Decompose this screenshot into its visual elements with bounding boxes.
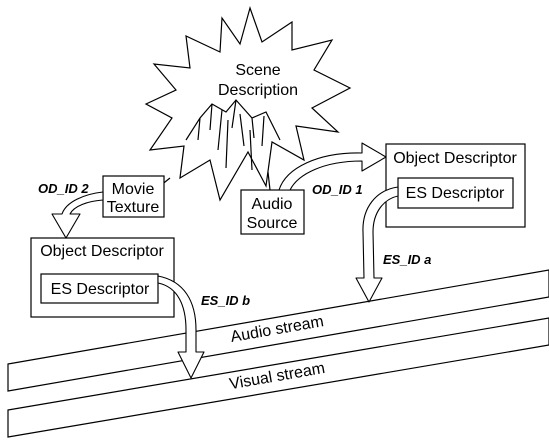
es-id-a-arrow	[355, 186, 399, 303]
object-descriptor-right-title: Object Descriptor	[393, 150, 517, 167]
audio-source-line1: Audio	[252, 196, 293, 213]
scene-starburst-shape	[144, 6, 352, 202]
od-id-1-arrow	[278, 142, 387, 191]
movie-texture-line2: Texture	[107, 199, 160, 216]
es-id-b-label: ES_ID b	[201, 293, 250, 308]
od-id-2-label: OD_ID 2	[38, 181, 89, 196]
od-id-1-label: OD_ID 1	[312, 182, 363, 197]
es-descriptor-right-label: ES Descriptor	[406, 185, 505, 202]
object-descriptor-left: Object Descriptor ES Descriptor	[30, 237, 175, 318]
scene-description-node: Scene Description	[144, 6, 352, 202]
es-id-b-arrow	[157, 275, 205, 379]
object-descriptor-left-title: Object Descriptor	[40, 243, 164, 260]
visual-stream-band	[7, 317, 549, 438]
es-descriptor-right-box	[397, 177, 514, 209]
audio-source-line2: Source	[247, 215, 298, 232]
movie-texture-line1: Movie	[112, 181, 155, 198]
mountain-sketch-icon	[185, 99, 281, 171]
scene-description-line2: Description	[218, 82, 298, 99]
es-descriptor-left-box	[40, 273, 159, 304]
scene-to-audio-link	[267, 171, 271, 191]
od-id-2-arrow	[51, 191, 104, 239]
es-id-a-label: ES_ID a	[383, 252, 431, 267]
audio-source-node: Audio Source	[240, 189, 305, 235]
movie-texture-node: Movie Texture	[102, 175, 165, 218]
es-descriptor-left-label: ES Descriptor	[51, 281, 150, 298]
scene-description-line1: Scene	[235, 62, 280, 79]
object-descriptor-right: Object Descriptor ES Descriptor	[385, 143, 526, 228]
